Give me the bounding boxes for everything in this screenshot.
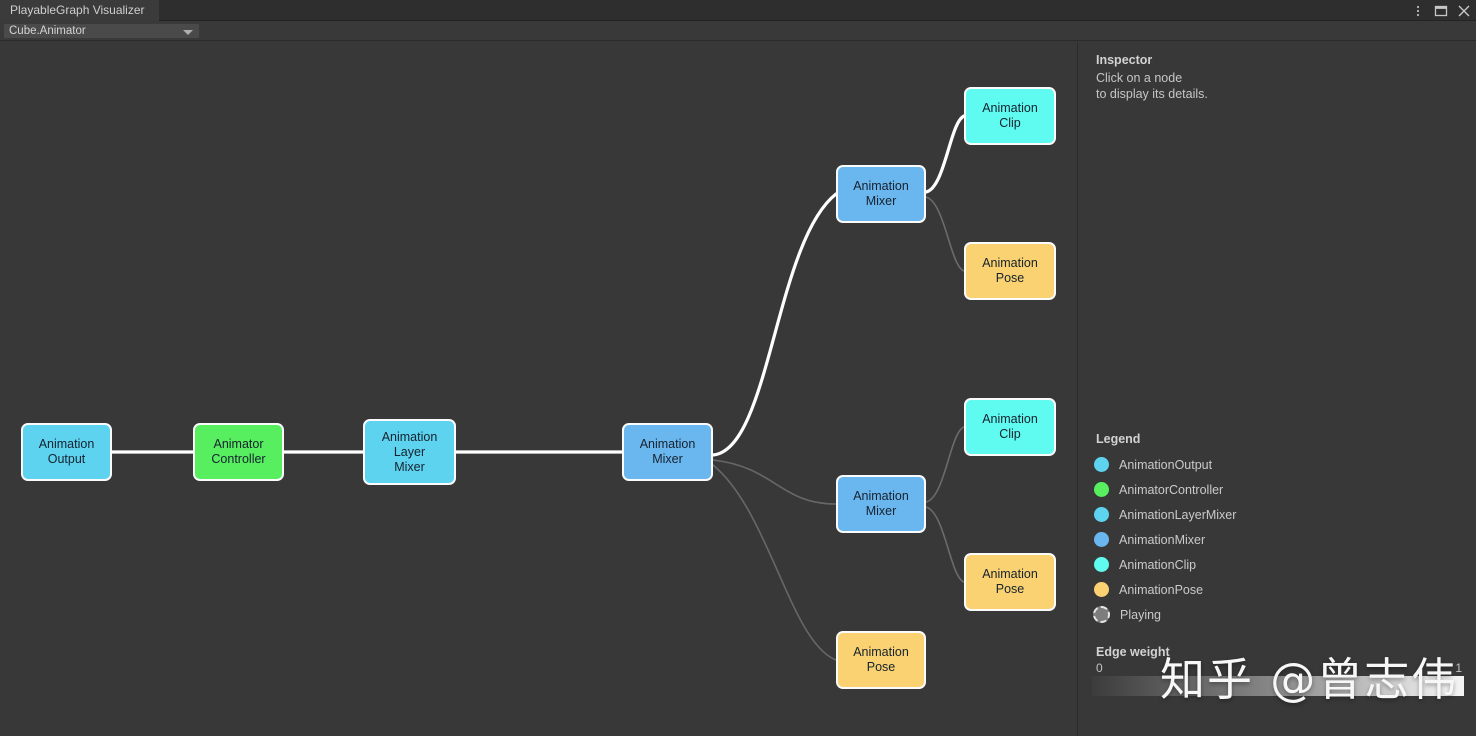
graph-node-animation-pose-mid[interactable]: Animation Pose <box>964 553 1056 611</box>
chevron-down-icon <box>183 30 193 35</box>
legend-item: AnimatorController <box>1092 477 1452 502</box>
graph-edge <box>925 426 965 503</box>
legend-swatch-animationlayermixer <box>1094 507 1109 522</box>
inspector-hint: Click on a node to display its details. <box>1096 71 1208 101</box>
legend-item: AnimationPose <box>1092 577 1452 602</box>
legend-label: AnimatorController <box>1119 482 1224 497</box>
graph-node-animation-layer-mixer[interactable]: Animation Layer Mixer <box>363 419 456 485</box>
legend-item: AnimationMixer <box>1092 527 1452 552</box>
graph-node-animation-pose-bottom[interactable]: Animation Pose <box>836 631 926 689</box>
edge-weight-max-label: 1 <box>1455 661 1462 675</box>
graph-node-animation-mixer-bottom[interactable]: Animation Mixer <box>836 475 926 533</box>
graph-node-animation-output[interactable]: Animation Output <box>21 423 112 481</box>
legend-swatch-animationpose <box>1094 582 1109 597</box>
graph-edge <box>712 459 837 505</box>
legend-item: AnimationClip <box>1092 552 1452 577</box>
graph-node-animation-mixer-root[interactable]: Animation Mixer <box>622 423 713 481</box>
graph-edge <box>712 464 837 661</box>
inspector-panel: Inspector Click on a node to display its… <box>1078 42 1476 736</box>
legend-label: AnimationPose <box>1119 582 1204 597</box>
graph-node-animator-controller[interactable]: Animator Controller <box>193 423 284 481</box>
maximize-icon[interactable] <box>1433 3 1449 19</box>
legend-swatch-animationclip <box>1094 557 1109 572</box>
edge-weight-gradient-bar <box>1092 676 1464 696</box>
graph-node-animation-clip-top[interactable]: Animation Clip <box>964 87 1056 145</box>
legend-item: AnimationLayerMixer <box>1092 502 1452 527</box>
close-icon[interactable] <box>1456 3 1472 19</box>
graph-node-animation-clip-bottom[interactable]: Animation Clip <box>964 398 1056 456</box>
title-bar: PlayableGraph Visualizer <box>0 0 1476 21</box>
tab-playablegraph-visualizer[interactable]: PlayableGraph Visualizer <box>0 0 159 21</box>
legend-item: Playing <box>1092 602 1452 627</box>
graph-edge <box>711 192 838 457</box>
legend-item: AnimationOutput <box>1092 452 1452 477</box>
toolbar: Cube.Animator <box>0 21 1476 41</box>
kebab-menu-icon[interactable] <box>1410 3 1426 19</box>
graph-edge <box>925 196 965 272</box>
legend-label: AnimationMixer <box>1119 532 1206 547</box>
legend-title: Legend <box>1096 432 1141 446</box>
legend-swatch-animationmixer <box>1094 532 1109 547</box>
edge-weight-title: Edge weight <box>1096 645 1170 659</box>
panel-divider <box>1077 42 1078 736</box>
graph-selector-value: Cube.Animator <box>9 25 86 37</box>
graph-selector-dropdown[interactable]: Cube.Animator <box>3 23 200 39</box>
legend-label: AnimationOutput <box>1119 457 1213 472</box>
graph-edge <box>924 114 966 194</box>
legend-swatch-animatorcontroller <box>1094 482 1109 497</box>
legend-swatch-playing <box>1093 606 1110 623</box>
graph-edge <box>925 506 965 583</box>
legend-label: AnimationLayerMixer <box>1119 507 1237 522</box>
legend-label: Playing <box>1120 607 1161 622</box>
window-controls <box>1410 0 1472 21</box>
graph-node-animation-mixer-top[interactable]: Animation Mixer <box>836 165 926 223</box>
inspector-title: Inspector <box>1096 53 1153 67</box>
legend-swatch-animationoutput <box>1094 457 1109 472</box>
edge-weight-min-label: 0 <box>1096 661 1103 675</box>
legend-label: AnimationClip <box>1119 557 1197 572</box>
graph-node-animation-pose-top[interactable]: Animation Pose <box>964 242 1056 300</box>
